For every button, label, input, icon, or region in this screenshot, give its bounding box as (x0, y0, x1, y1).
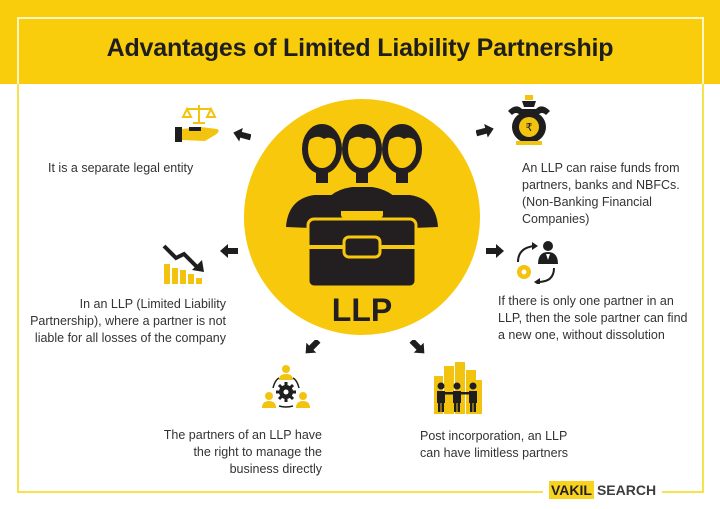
partner-replacement-icon (517, 241, 558, 284)
advantage-text-sole-partner: If there is only one partner in an LLP, … (498, 294, 688, 342)
arrow-left-icon (220, 244, 238, 258)
page-title: Advantages of Limited Liability Partners… (106, 34, 614, 62)
frame-right-line (702, 17, 704, 84)
vakilsearch-logo: VAKIL SEARCH (543, 480, 663, 500)
money-bag-rupee-icon: ₹ (508, 95, 550, 145)
frame-left-line (17, 17, 19, 84)
advantage-text-limited-liability: In an LLP (Limited Liability Partnership… (30, 297, 226, 345)
people-city-icon (434, 362, 482, 414)
declining-chart-icon (162, 244, 204, 284)
logo-search: SEARCH (596, 482, 657, 498)
arrow-right-icon (486, 244, 504, 258)
legal-scale-hand-icon (175, 105, 219, 142)
advantage-text-manage-business: The partners of an LLP have the right to… (163, 428, 322, 476)
arrow-left-icon (233, 128, 251, 142)
arrow-right-icon (476, 124, 494, 138)
svg-text:₹: ₹ (526, 121, 533, 134)
team-gear-icon (262, 365, 310, 408)
llp-center-circle: LLP (244, 99, 480, 335)
advantage-text-limitless-partners: Post incorporation, an LLP can have limi… (420, 429, 568, 460)
partners-briefcase-icon (286, 124, 438, 289)
arrow-down-left-icon (305, 340, 321, 354)
header-band (0, 0, 720, 84)
llp-label: LLP (331, 292, 393, 328)
advantage-text-raise-funds: An LLP can raise funds from partners, ba… (522, 161, 680, 226)
advantage-text-separate-entity: It is a separate legal entity (48, 161, 194, 175)
logo-vakil: VAKIL (549, 481, 594, 499)
arrow-down-right-icon (409, 340, 425, 354)
frame-top-line (17, 17, 704, 19)
